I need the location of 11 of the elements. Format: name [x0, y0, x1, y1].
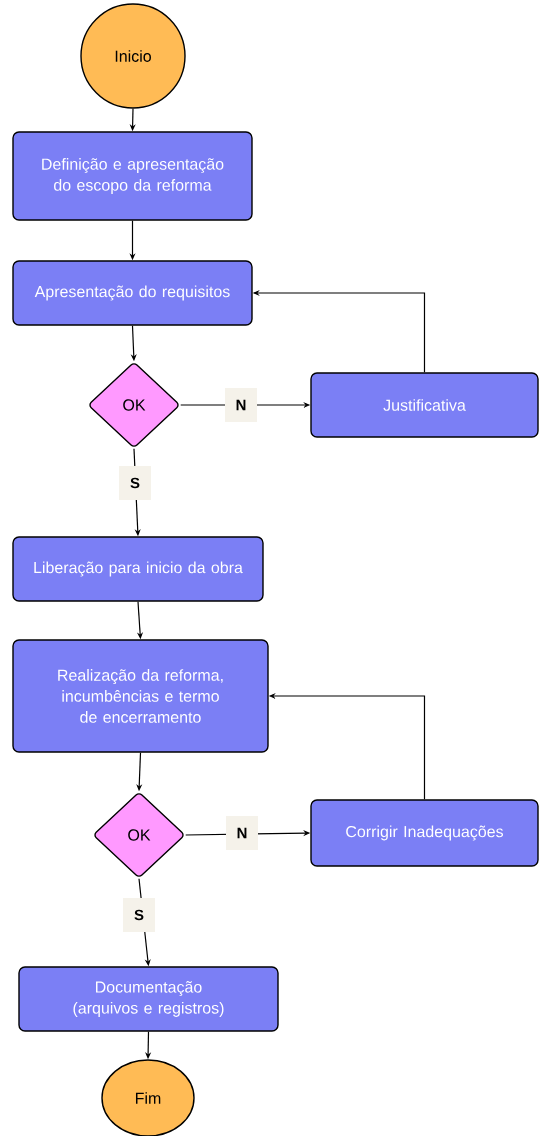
process-box: Documentação (arquivos e registros)	[18, 966, 279, 1032]
edge-label: N	[225, 388, 257, 422]
process-box: Apresentação do requisitos	[12, 260, 253, 326]
edge-label: N	[226, 816, 258, 850]
process-box: Definição e apresentação do escopo da reforma	[12, 131, 253, 221]
process-box: Corrigir Inadequações	[310, 799, 539, 867]
process-box: Realização da reforma, incumbências e termo de encerramento	[12, 639, 269, 753]
process-box: Liberação para inicio da obra	[12, 536, 264, 602]
edge-label: S	[123, 898, 155, 932]
edge-label: S	[119, 466, 151, 500]
process-box: Justificativa	[310, 372, 539, 438]
